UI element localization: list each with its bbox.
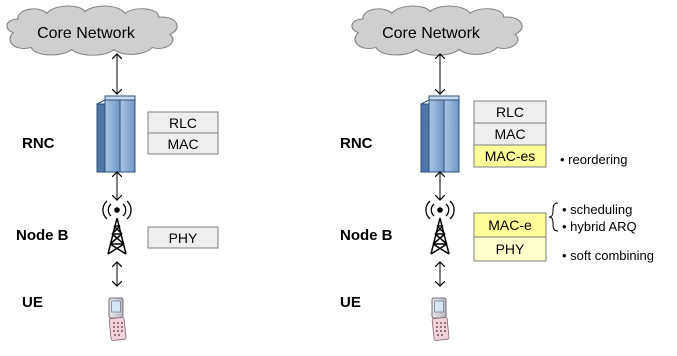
rnc-label: RNC: [340, 135, 373, 152]
right-panel: Core Network RNC RLC MAC MAC-es • reorde…: [340, 5, 654, 342]
ue-label: UE: [340, 294, 361, 311]
rlc-label: RLC: [169, 115, 197, 131]
antenna-tower-icon: [425, 200, 455, 255]
phy-label: PHY: [169, 230, 198, 246]
core-network-label: Core Network: [382, 25, 481, 42]
ue-label: UE: [22, 294, 43, 311]
mac-label: MAC: [167, 136, 198, 152]
rnc-label: RNC: [22, 135, 55, 152]
nodeb-label: Node B: [16, 227, 69, 244]
antenna-tower-icon: [102, 200, 132, 255]
soft-combining-note: • soft combining: [562, 248, 654, 263]
mac-box: [147, 132, 219, 155]
phone-icon: [108, 297, 127, 342]
phone-icon: [431, 297, 450, 342]
rlc-label: RLC: [496, 104, 524, 120]
phy-label: PHY: [496, 241, 525, 257]
mac-e-label: MAC-e: [488, 217, 532, 233]
rnc-cabinet-icon: [96, 95, 136, 173]
mac-e-box: [473, 212, 547, 238]
phy-box: [147, 226, 219, 249]
nodeb-label: Node B: [340, 227, 393, 244]
phy-box: [473, 236, 547, 262]
brace-icon: [548, 202, 559, 232]
mac-es-label: MAC-es: [485, 148, 536, 164]
harq-note: • hybrid ARQ: [562, 219, 637, 234]
scheduling-note: • scheduling: [562, 202, 632, 217]
mac-es-box: [473, 144, 547, 168]
rnc-cabinet-icon: [420, 95, 460, 173]
left-panel: Core Network RNC RLC MAC Node B PHY UE: [6, 5, 219, 342]
mac-label: MAC: [494, 126, 525, 142]
core-network-label: Core Network: [37, 25, 136, 42]
reordering-note: • reordering: [560, 152, 627, 167]
